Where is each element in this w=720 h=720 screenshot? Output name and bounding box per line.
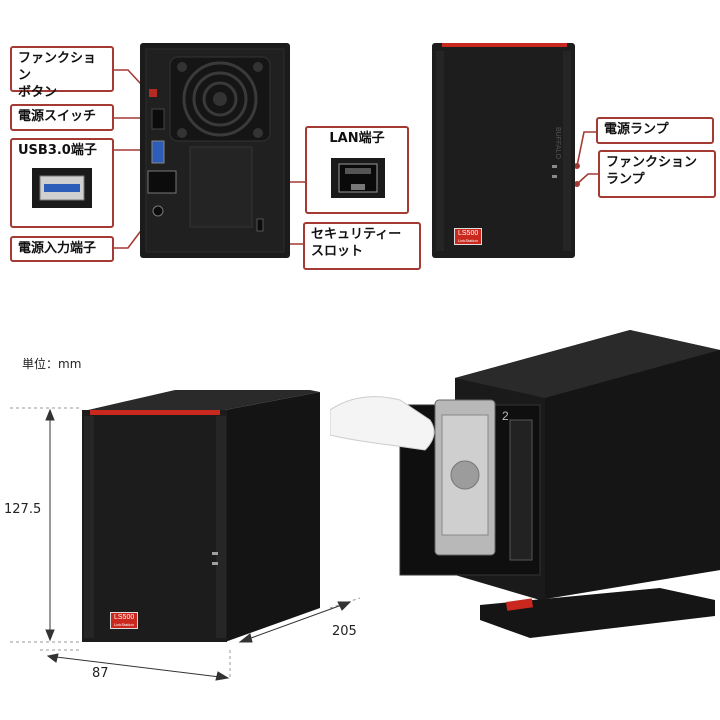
fan-grille-icon xyxy=(169,56,271,142)
front-view-device: BUFFALO xyxy=(432,43,575,258)
unit-label: 単位：mm xyxy=(22,357,82,371)
model-badge-bottom: LS500 LinkStation xyxy=(110,612,139,629)
dimension-height: 127.5 xyxy=(4,502,42,517)
callout-function-button: ファンクション ボタン xyxy=(10,46,114,100)
power-switch xyxy=(151,108,165,130)
svg-text:2: 2 xyxy=(502,409,509,423)
rear-view-device xyxy=(140,43,290,258)
usb-icon xyxy=(32,168,92,208)
security-slot xyxy=(256,218,264,232)
drive-bay-photo: 1 2 xyxy=(330,330,720,638)
power-lamp xyxy=(552,165,557,168)
callout-power-switch: 電源スイッチ xyxy=(10,104,114,131)
lan-port xyxy=(147,170,177,194)
callout-power-lamp: 電源ランプ xyxy=(596,117,714,144)
callout-usb-port: USB3.0端子 xyxy=(10,138,114,228)
dimension-device xyxy=(10,390,361,681)
function-button xyxy=(149,89,157,97)
callout-function-lamp: ファンクション ランプ xyxy=(598,150,716,198)
power-input-port xyxy=(152,205,164,217)
usb-port xyxy=(151,140,165,164)
model-badge-top: LS500 LinkStation xyxy=(454,228,483,245)
callout-security-slot: セキュリティー スロット xyxy=(303,222,421,270)
callout-lan-port: LAN端子 xyxy=(305,126,409,214)
hdd-icon xyxy=(434,399,496,556)
callout-power-input: 電源入力端子 xyxy=(10,236,114,262)
dimension-width: 87 xyxy=(92,666,109,681)
brand-logo: BUFFALO xyxy=(554,127,561,159)
dimension-depth: 205 xyxy=(332,624,357,639)
hand-icon xyxy=(330,396,435,451)
function-lamp xyxy=(552,175,557,178)
lan-port-icon xyxy=(331,158,385,198)
